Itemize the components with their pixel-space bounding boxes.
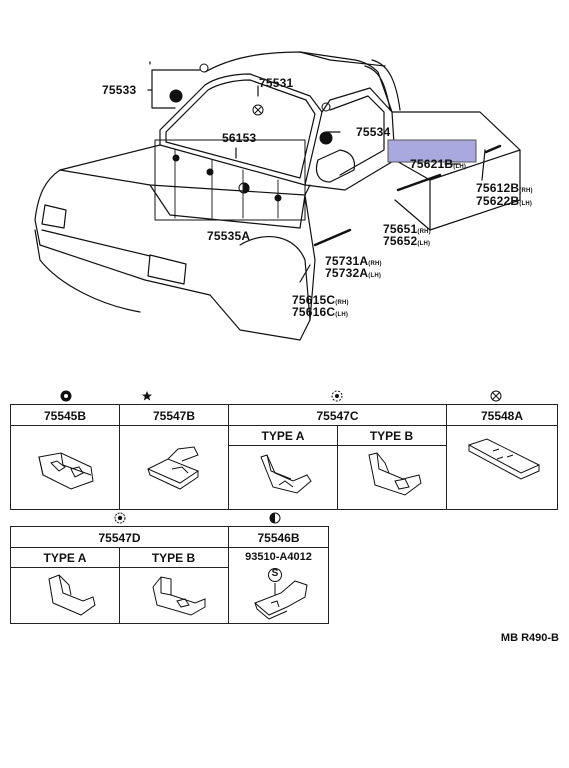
callout-56153: 56153 [222, 131, 257, 145]
callout-75651-suffix: (RH) [417, 229, 431, 235]
table2-col1-type-a: TYPE A [43, 551, 87, 565]
table1-col3-type-b: TYPE B [369, 429, 414, 443]
clip-75548a-illustration [467, 438, 541, 480]
callout-75652: 75652(LH) [383, 234, 430, 248]
table1-col4-header: 75548A [480, 409, 524, 423]
callout-75533: 75533 [102, 83, 137, 97]
divider [11, 567, 228, 568]
callout-75535a: 75535A [207, 229, 251, 243]
callout-75732a-number: 75732A [325, 266, 369, 280]
callout-75612b-suffix: (RH) [519, 188, 533, 194]
callout-75616c-suffix: (LH) [335, 312, 349, 318]
table2-col1-type-b: TYPE B [151, 551, 196, 565]
divider [120, 425, 228, 426]
callout-75534: 75534 [356, 125, 391, 139]
table2-col2-subpart: 93510-A4012 [245, 551, 312, 563]
callout-75651-number: 75651 [383, 222, 418, 236]
table2-col2: 75546B 93510-A4012 S [229, 527, 328, 623]
table1-col4: 75548A [447, 405, 557, 509]
callout-75615c-suffix: (RH) [335, 300, 349, 306]
callout-75652-number: 75652 [383, 234, 418, 248]
clip-75547d-type-a-illustration [48, 574, 96, 616]
callout-75622b-suffix: (LH) [519, 201, 533, 207]
side-mirror [315, 149, 356, 183]
callout-75616c: 75616C(LH) [292, 305, 348, 319]
callout-75621b-number: 75621B [410, 157, 454, 171]
windshield-frame [159, 73, 323, 186]
clip-75546b-illustration [254, 580, 308, 620]
callout-75621b: 75621B(LH) [410, 157, 466, 171]
clip-75547b-illustration [146, 446, 200, 490]
callout-75731a: 75731A(RH) [325, 254, 382, 268]
table1-col3: 75547C TYPE A TYPE B [229, 405, 447, 509]
dotted-circle-icon [331, 390, 343, 402]
half-circle-icon [269, 512, 281, 524]
screw-symbol-label: S [271, 568, 279, 579]
callout-75531: 75531 [259, 76, 294, 90]
divider [229, 445, 446, 446]
clip-box [154, 139, 306, 221]
callout-75732a-suffix: (LH) [368, 273, 382, 279]
callout-75731a-suffix: (RH) [368, 261, 382, 267]
callout-75731a-number: 75731A [325, 254, 369, 268]
callout-75612b: 75612B(RH) [476, 181, 533, 195]
callout-75652-suffix: (LH) [417, 241, 431, 247]
table1-col1-header: 75545B [43, 409, 87, 423]
divider [229, 547, 328, 548]
divider [11, 425, 119, 426]
callout-75621b-suffix: (LH) [453, 164, 467, 170]
table1-col3-header: 75547C [316, 409, 359, 423]
headlight-right [147, 254, 187, 285]
headlight-left [41, 204, 67, 229]
callout-75615c: 75615C(RH) [292, 293, 349, 307]
front-fender [209, 294, 311, 341]
diagram-code: MB R490-B [500, 632, 559, 644]
star-icon [142, 391, 152, 401]
highlight-box [387, 139, 477, 163]
table2-col1-header: 75547D [98, 531, 141, 545]
clip-75547c-type-a-illustration [260, 454, 312, 494]
cab-roof [204, 51, 393, 113]
callout-75732a: 75732A(LH) [325, 266, 381, 280]
hood [34, 144, 161, 246]
molding-75651 [396, 173, 442, 192]
table1-col3-type-a: TYPE A [261, 429, 305, 443]
truck-bed [391, 111, 521, 231]
callout-75651: 75651(RH) [383, 222, 431, 236]
clip-75547d-type-b-illustration [152, 576, 206, 616]
filled-circle-icon [60, 390, 72, 402]
parts-table-1: 75545B 75547B 75547C TYPE A TYPE B [10, 404, 558, 510]
cross-circle-icon [490, 390, 502, 402]
divider [447, 425, 557, 426]
divider [119, 547, 120, 623]
table1-col2-header: 75547B [152, 409, 196, 423]
callout-75622b-number: 75622B [476, 194, 520, 208]
screw-symbol-icon [268, 568, 282, 582]
parts-table-2: 75547D TYPE A TYPE B 75546B 93510-A4012 … [10, 526, 329, 624]
callout-75616c-number: 75616C [292, 305, 336, 319]
molding-75731a [313, 228, 352, 247]
table2-col1: 75547D TYPE A TYPE B [11, 527, 229, 623]
truck-exploded-diagram [34, 51, 521, 341]
divider [337, 425, 338, 509]
table2-col2-header: 75546B [257, 531, 300, 545]
clip-75547c-type-b-illustration [368, 452, 422, 496]
callout-75622b: 75622B(LH) [476, 194, 532, 208]
callout-75612b-number: 75612B [476, 181, 520, 195]
table1-col1: 75545B [11, 405, 120, 509]
table1-col2: 75547B [120, 405, 229, 509]
gear-circle-icon [114, 512, 126, 524]
clip-75545b-illustration [38, 452, 94, 490]
molding-75612b [484, 144, 502, 154]
callout-75615c-number: 75615C [292, 293, 336, 307]
